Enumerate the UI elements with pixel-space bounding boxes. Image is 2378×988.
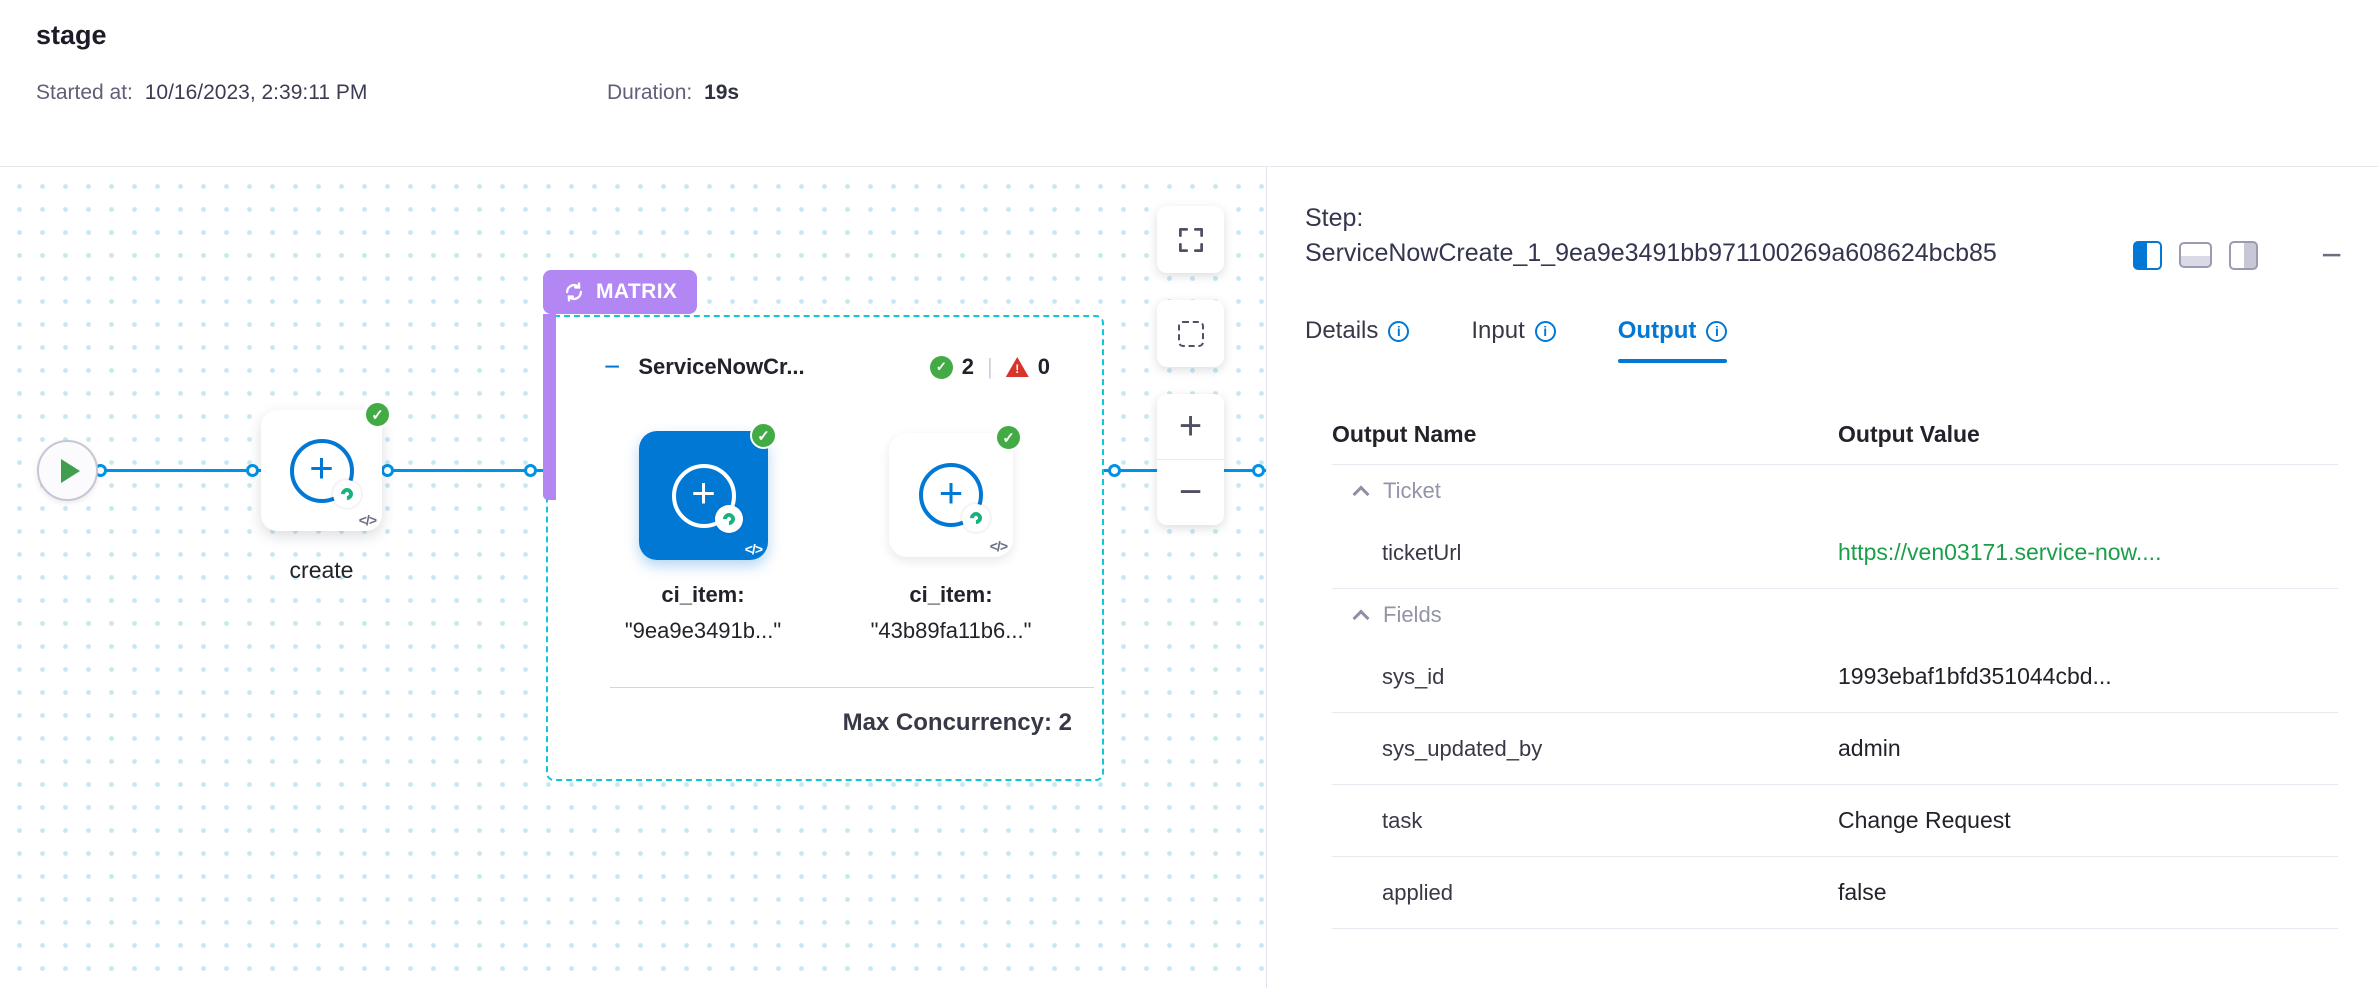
play-icon [61,458,80,483]
table-row: sys_updated_by admin [1332,713,2338,785]
started-at-value: 10/16/2023, 2:39:11 PM [144,81,368,104]
info-icon[interactable]: i [1534,320,1556,342]
success-check-icon: ✓ [995,424,1022,451]
output-table-header: Output Name Output Value [1332,421,2338,465]
code-icon: </> [358,512,377,528]
edge-dot [1108,464,1121,477]
servicenow-logo-icon [332,479,361,508]
tab-details[interactable]: Details i [1305,317,1410,363]
zoom-controls: + − [1157,394,1224,525]
edge-dot [1252,464,1265,477]
edge-start-to-create [80,469,265,472]
code-icon: </> [744,541,763,557]
table-row: ticketUrl https://ven03171.service-now..… [1332,517,2338,589]
matrix-accent-bar [543,314,556,500]
minimize-panel-icon[interactable]: − [2320,234,2342,275]
error-count-icon: ! [1005,357,1029,377]
servicenow-logo-icon [962,504,990,532]
selection-box-icon [1177,320,1204,347]
matrix-badge-label: MATRIX [596,280,678,303]
output-group-ticket[interactable]: Ticket [1332,465,2338,517]
duration-value: 19s [704,81,740,104]
stage-header: stage Started at: 10/16/2023, 2:39:11 PM… [0,0,2378,167]
panel-tabs: Details i Input i Output i [1305,317,2348,363]
output-table: Output Name Output Value Ticket ticketUr… [1332,421,2338,929]
output-group-fields[interactable]: Fields [1332,589,2338,641]
collapse-group-icon[interactable]: − [604,351,621,382]
panel-layout-controls: − [2132,234,2342,275]
layout-bottom-panel-icon[interactable] [2178,242,2212,268]
column-output-name: Output Name [1332,421,1477,447]
step-node-create[interactable]: + ✓ </> [261,401,391,531]
step-details-panel: − Step: ServiceNowCreate_1_9ea9e3491bb97… [1267,167,2378,988]
matrix-step-2-label: ci_item: "43b89fa11b6..." [870,582,1032,643]
started-at-label: Started at: [36,81,133,104]
matrix-step-node-2[interactable]: + ✓ </> [889,424,1022,557]
table-row: sys_id 1993ebaf1bfd351044cbd... [1332,641,2338,713]
servicenow-create-icon: + [919,463,990,532]
max-concurrency: Max Concurrency: 2 [842,709,1072,736]
matrix-step-node-1[interactable]: + ✓ </> [639,422,777,560]
duration-label: Duration: [607,81,693,104]
column-output-value: Output Value [1838,421,1980,447]
pipeline-start-node[interactable] [37,440,98,501]
success-check-icon: ✓ [364,401,391,428]
ticket-url-link[interactable]: https://ven03171.service-now.... [1838,539,2162,565]
table-row: task Change Request [1332,785,2338,857]
edge-create-to-matrix [378,469,550,472]
info-icon[interactable]: i [1706,320,1728,342]
pipeline-canvas[interactable]: + ✓ </> create MATRIX − ServiceNowCr. [0,167,1267,988]
output-value: Change Request [1838,807,2011,833]
matrix-group-title: ServiceNowCr... [638,354,805,379]
matrix-status-counts: ✓ 2 | ! 0 [929,354,1050,380]
chevron-up-icon [1352,485,1370,502]
zoom-in-button[interactable]: + [1178,404,1203,448]
tab-input[interactable]: Input i [1471,317,1556,363]
zoom-out-button[interactable]: − [1157,459,1224,525]
output-name: sys_updated_by [1382,735,1543,761]
marquee-select-button[interactable] [1157,300,1224,367]
servicenow-create-icon: + [289,438,361,508]
matrix-badge: MATRIX [543,270,698,314]
step-name: ServiceNowCreate_1_9ea9e3491bb971100269a… [1305,239,1997,267]
output-name: applied [1382,879,1453,905]
matrix-step-1-label: ci_item: "9ea9e3491b..." [624,582,782,643]
layout-right-panel-icon[interactable] [2228,240,2258,270]
fullscreen-icon [1178,227,1203,252]
stage-meta: Started at: 10/16/2023, 2:39:11 PM Durat… [36,81,2378,105]
output-name: ticketUrl [1382,539,1462,565]
success-check-icon: ✓ [750,422,777,449]
success-count-icon: ✓ [929,355,953,379]
layout-left-panel-icon[interactable] [2132,240,2162,270]
matrix-footer-divider [610,687,1094,688]
servicenow-create-icon: + [671,463,743,533]
output-value: false [1838,879,1887,905]
output-name: sys_id [1382,663,1445,689]
success-count: 2 [961,354,975,379]
servicenow-logo-icon [714,504,743,533]
output-name: task [1382,807,1423,833]
code-icon: </> [989,538,1008,554]
error-count: 0 [1037,354,1050,379]
output-value: 1993ebaf1bfd351044cbd... [1838,663,2112,689]
tab-output[interactable]: Output i [1617,317,1728,363]
chevron-up-icon [1352,609,1370,626]
matrix-loop-icon [565,282,583,302]
edge-dot [524,464,537,477]
duration: Duration: 19s [607,81,739,105]
info-icon[interactable]: i [1388,320,1410,342]
stage-title: stage [36,20,107,50]
step-label: Step: [1305,204,1364,232]
matrix-group-container: − ServiceNowCr... ✓ 2 | ! 0 + [546,315,1104,781]
count-separator: | [987,354,993,379]
table-row: applied false [1332,857,2338,929]
matrix-group-header: − ServiceNowCr... ✓ 2 | ! 0 [604,353,1050,381]
step-node-create-label: create [289,557,354,583]
edge-dot [381,464,394,477]
fullscreen-button[interactable] [1157,206,1224,273]
edge-dot [246,464,259,477]
output-value: admin [1838,735,1901,761]
step-title: Step: ServiceNowCreate_1_9ea9e3491bb9711… [1305,201,2165,271]
